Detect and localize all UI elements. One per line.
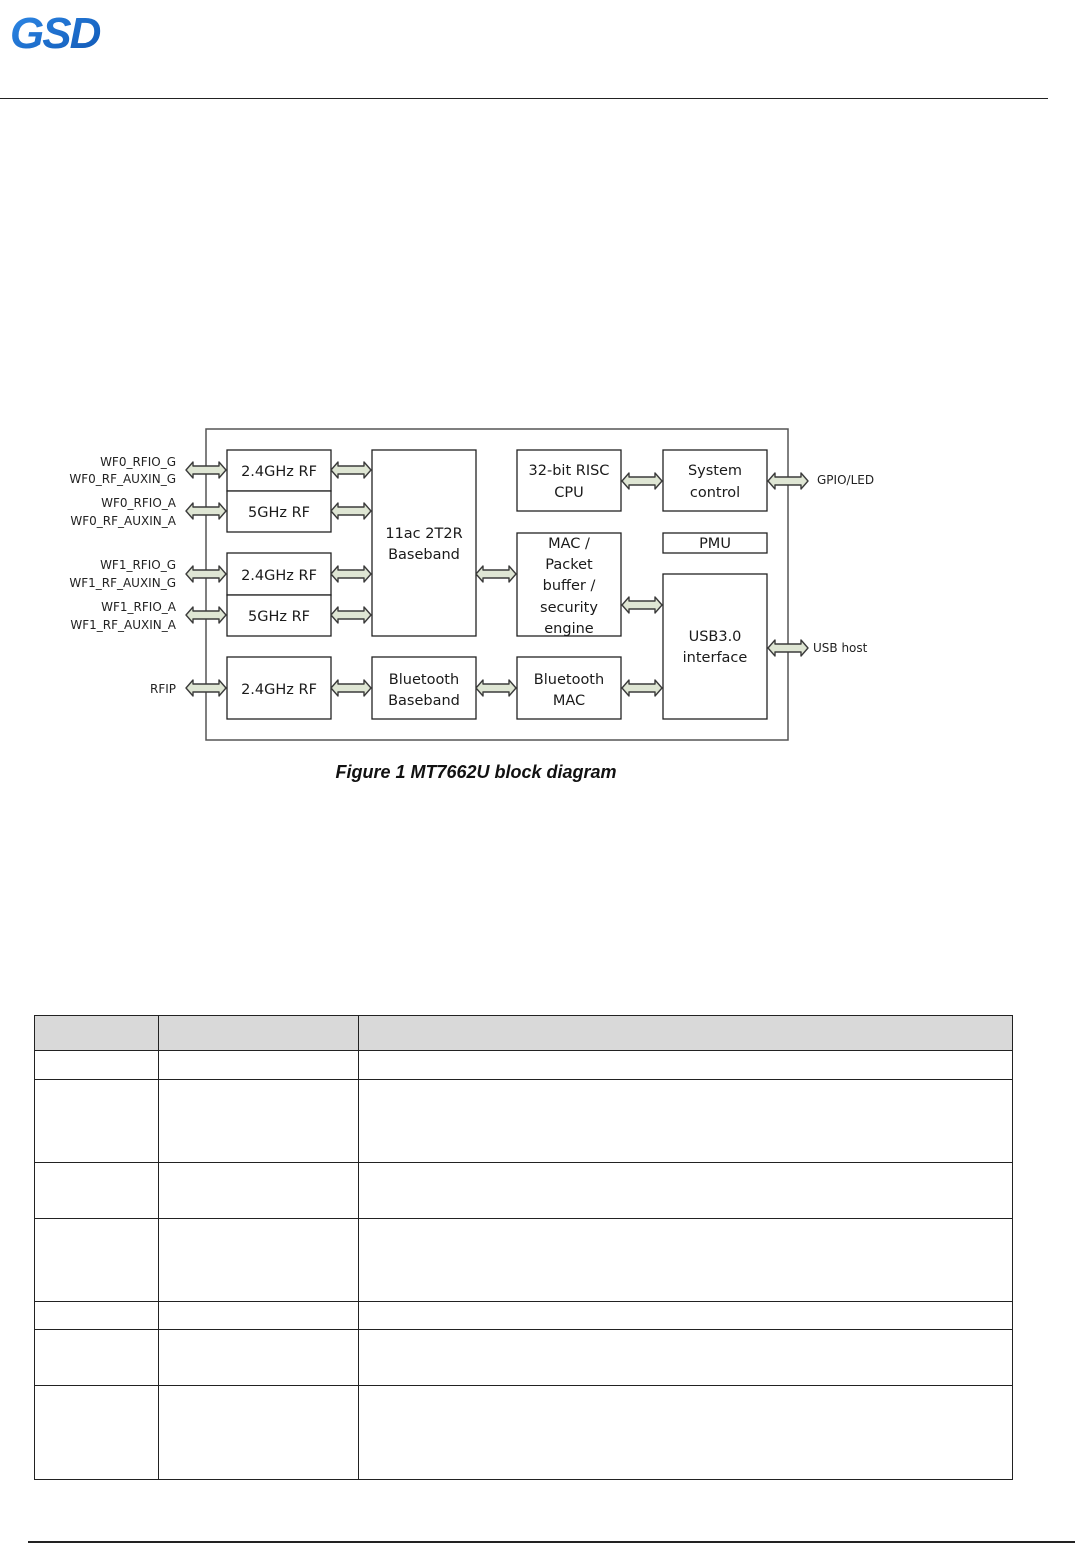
signal-label: WF1_RFIO_A <box>101 600 177 614</box>
rf-block-5g-wf0: 5GHz RF <box>226 490 332 533</box>
table-row <box>34 1162 1013 1219</box>
svg-text:USB3.0: USB3.0 <box>689 629 742 645</box>
table-header-cell <box>158 1015 359 1051</box>
rf-block-2g-wf0: 2.4GHz RF <box>226 449 332 492</box>
svg-text:11ac 2T2R: 11ac 2T2R <box>385 526 462 542</box>
table-row <box>34 1079 1013 1163</box>
svg-text:2.4GHz RF: 2.4GHz RF <box>241 682 317 698</box>
signal-label: WF0_RF_AUXIN_A <box>70 514 176 528</box>
bt-mac-block: Bluetooth MAC <box>516 656 622 720</box>
svg-text:2.4GHz RF: 2.4GHz RF <box>241 464 317 480</box>
signal-label: WF1_RFIO_G <box>100 558 176 572</box>
gsd-logo: GSD <box>10 9 103 56</box>
svg-text:32-bit RISC: 32-bit RISC <box>529 463 610 479</box>
table-cell <box>158 1385 359 1480</box>
table-cell <box>358 1385 1013 1480</box>
signal-label: WF1_RF_AUXIN_G <box>69 576 176 590</box>
svg-text:interface: interface <box>683 650 748 666</box>
svg-text:buffer /: buffer / <box>543 578 596 594</box>
table-cell <box>358 1329 1013 1386</box>
signal-label: WF0_RFIO_A <box>101 496 177 510</box>
mac-block: MAC / Packet buffer / security engine <box>516 532 622 637</box>
header-rule <box>0 98 1048 99</box>
svg-text:5GHz RF: 5GHz RF <box>248 609 310 625</box>
table-cell <box>358 1218 1013 1302</box>
cpu-block: 32-bit RISC CPU <box>516 449 622 512</box>
spec-table <box>34 1015 1013 1480</box>
svg-text:Baseband: Baseband <box>388 547 460 563</box>
table-cell <box>34 1385 159 1480</box>
table-row <box>34 1050 1013 1080</box>
usb-interface-block: USB3.0 interface <box>662 573 768 720</box>
table-cell <box>34 1329 159 1386</box>
signal-label: WF1_RF_AUXIN_A <box>70 618 176 632</box>
svg-text:engine: engine <box>544 621 594 637</box>
signal-label: WF0_RFIO_G <box>100 455 176 469</box>
rf-block-2g-wf1: 2.4GHz RF <box>226 552 332 596</box>
bt-baseband-block: Bluetooth Baseband <box>371 656 477 720</box>
system-control-block: System control <box>662 449 768 512</box>
table-cell <box>34 1079 159 1163</box>
block-diagram: 2.4GHz RF 5GHz RF 2.4GHz RF 5GHz RF 2.4G… <box>69 428 874 741</box>
svg-text:Bluetooth: Bluetooth <box>534 672 604 688</box>
signal-label: USB host <box>813 641 868 655</box>
table-cell <box>158 1301 359 1330</box>
svg-text:security: security <box>540 600 598 616</box>
svg-text:5GHz RF: 5GHz RF <box>248 505 310 521</box>
table-cell <box>34 1301 159 1330</box>
table-header-cell <box>358 1015 1013 1051</box>
table-cell <box>158 1329 359 1386</box>
table-cell <box>358 1079 1013 1163</box>
table-header-row <box>34 1015 1013 1051</box>
table-cell <box>34 1218 159 1302</box>
table-cell <box>158 1079 359 1163</box>
table-cell <box>358 1050 1013 1080</box>
table-cell <box>34 1162 159 1219</box>
table-cell <box>158 1218 359 1302</box>
rf-block-5g-wf1: 5GHz RF <box>226 594 332 637</box>
svg-text:System: System <box>688 463 742 479</box>
table-row <box>34 1385 1013 1480</box>
rf-block-2g-bt: 2.4GHz RF <box>226 656 332 720</box>
table-row <box>34 1301 1013 1330</box>
table-row <box>34 1218 1013 1302</box>
svg-text:MAC: MAC <box>553 693 585 709</box>
signal-label: GPIO/LED <box>817 473 874 487</box>
svg-text:2.4GHz RF: 2.4GHz RF <box>241 568 317 584</box>
table-row <box>34 1329 1013 1386</box>
table-header-cell <box>34 1015 159 1051</box>
table-cell <box>158 1050 359 1080</box>
svg-text:Packet: Packet <box>545 557 593 573</box>
signal-label: RFIP <box>150 682 176 696</box>
pmu-block: PMU <box>662 532 768 554</box>
table-cell <box>358 1301 1013 1330</box>
table-cell <box>34 1050 159 1080</box>
figure-caption: Figure 1 MT7662U block diagram <box>335 762 617 782</box>
svg-text:MAC /: MAC / <box>548 536 590 552</box>
svg-text:control: control <box>690 485 740 501</box>
logo-text: GSD <box>10 9 101 56</box>
svg-text:PMU: PMU <box>699 536 731 552</box>
table-cell <box>358 1162 1013 1219</box>
svg-text:Bluetooth: Bluetooth <box>389 672 459 688</box>
svg-text:CPU: CPU <box>554 485 583 501</box>
svg-text:Baseband: Baseband <box>388 693 460 709</box>
signal-label: WF0_RF_AUXIN_G <box>69 472 176 486</box>
table-cell <box>158 1162 359 1219</box>
footer-rule <box>28 1541 1075 1543</box>
wifi-baseband-block: 11ac 2T2R Baseband <box>371 449 477 637</box>
